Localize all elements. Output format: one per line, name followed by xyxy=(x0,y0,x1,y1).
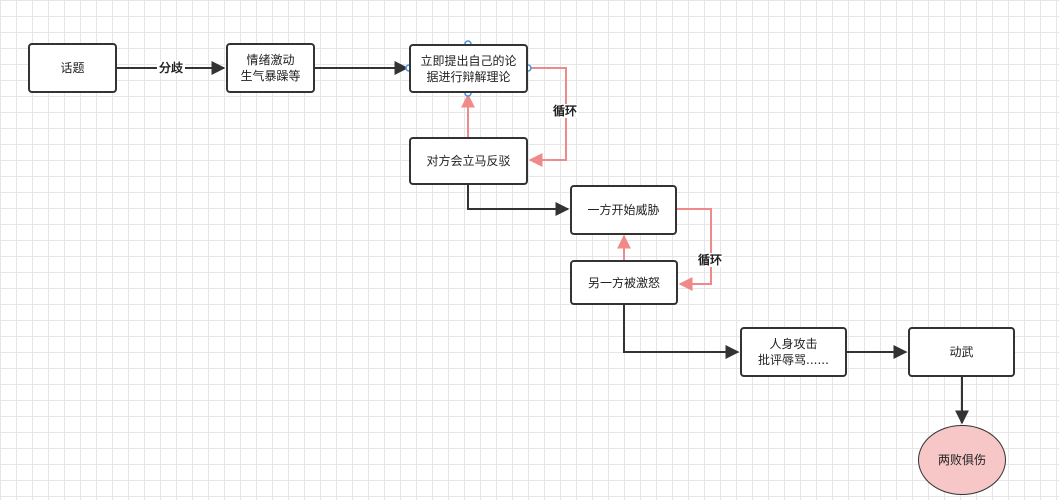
node-emotion[interactable]: 情绪激动 生气暴躁等 xyxy=(226,43,315,93)
edge-label-divergence: 分歧 xyxy=(157,61,186,75)
edge-label-loop-1: 循环 xyxy=(552,104,579,118)
node-fight[interactable]: 动武 xyxy=(908,327,1015,377)
node-result[interactable]: 两败俱伤 xyxy=(918,425,1006,495)
node-topic[interactable]: 话题 xyxy=(28,43,117,93)
node-attack[interactable]: 人身攻击 批评辱骂...... xyxy=(740,327,847,377)
node-argue[interactable]: 立即提出自己的论 据进行辩解理论 xyxy=(409,44,528,93)
edge-label-loop-2: 循环 xyxy=(697,253,724,267)
edge-rebut-threat xyxy=(467,185,570,216)
node-rebut[interactable]: 对方会立马反驳 xyxy=(409,137,528,185)
node-angered[interactable]: 另一方被激怒 xyxy=(570,260,678,305)
node-threat[interactable]: 一方开始威胁 xyxy=(570,185,677,235)
edge-loop2-threat-angered xyxy=(677,208,712,291)
edge-angered-attack xyxy=(623,305,740,359)
